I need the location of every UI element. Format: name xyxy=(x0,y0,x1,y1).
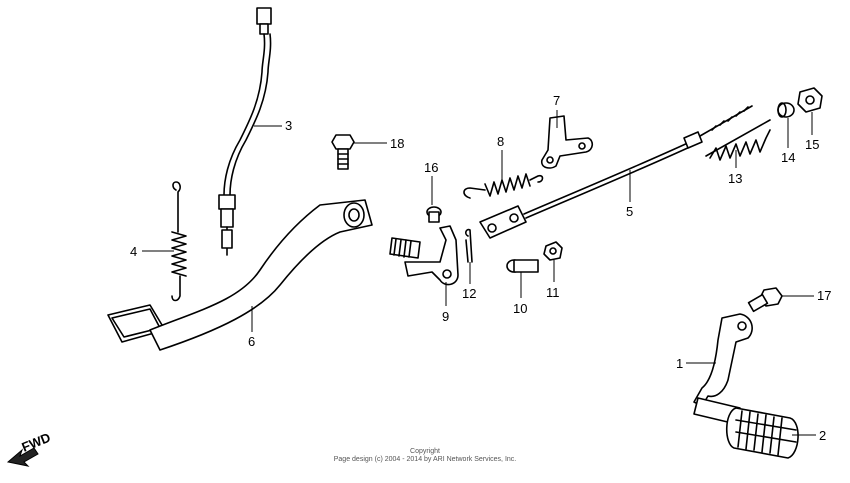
callout-11: 11 xyxy=(546,285,560,300)
callout-6: 6 xyxy=(248,334,255,349)
part-4-spring xyxy=(171,181,187,302)
part-6-brake-pedal xyxy=(107,199,373,351)
callout-17: 17 xyxy=(817,288,831,303)
callout-layer: 3 4 18 16 8 7 5 13 14 15 6 9 12 xyxy=(130,93,831,443)
callout-2: 2 xyxy=(819,428,826,443)
part-11-nut xyxy=(543,241,563,261)
copyright-title: Copyright xyxy=(410,448,440,455)
callout-1: 1 xyxy=(676,356,683,371)
part-8-spring xyxy=(463,173,544,199)
callout-15: 15 xyxy=(805,137,819,152)
part-7-bracket xyxy=(540,115,594,169)
callout-14: 14 xyxy=(781,150,795,165)
part-17-bolt xyxy=(747,287,783,313)
callout-13: 13 xyxy=(728,171,742,186)
part-16-pin xyxy=(426,206,442,223)
part-1-step-bar xyxy=(693,313,753,425)
part-14-collar xyxy=(777,102,795,118)
callout-7: 7 xyxy=(553,93,560,108)
part-9-brake-arm xyxy=(389,225,459,286)
part-12-cotter-pin xyxy=(465,228,473,263)
part-2-footpeg-rubber xyxy=(725,407,799,459)
part-3-switch-wire xyxy=(218,7,272,256)
callout-5: 5 xyxy=(626,204,633,219)
callout-18: 18 xyxy=(390,136,404,151)
part-5-brake-rod xyxy=(479,105,753,239)
callout-12: 12 xyxy=(462,286,476,301)
callout-16: 16 xyxy=(424,160,438,175)
callout-9: 9 xyxy=(442,309,449,324)
part-13-spring xyxy=(705,119,771,161)
callout-3: 3 xyxy=(285,118,292,133)
copyright-notice: Page design (c) 2004 - 2014 by ARI Netwo… xyxy=(333,456,517,463)
callout-4: 4 xyxy=(130,244,137,259)
part-18-bolt xyxy=(331,134,355,170)
callout-10: 10 xyxy=(513,301,527,316)
part-15-nut xyxy=(797,87,823,113)
part-10-bolt xyxy=(506,259,539,273)
callout-8: 8 xyxy=(497,134,504,149)
